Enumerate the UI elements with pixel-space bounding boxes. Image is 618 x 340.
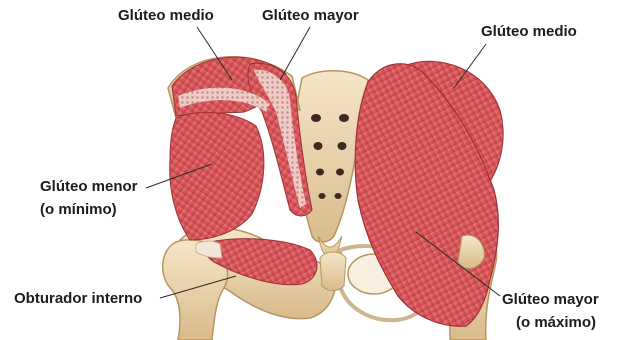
label-obturador-interno: Obturador interno [14, 290, 142, 308]
label-gluteo-menor-subtitle: (o mínimo) [40, 201, 117, 219]
label-gluteo-mayor-right-subtitle: (o máximo) [516, 314, 596, 332]
label-gluteo-medio-right: Glúteo medio [481, 23, 577, 41]
leader-gluteo-mayor-izq [280, 27, 310, 80]
gluteus-minimus-muscle [170, 112, 264, 240]
label-gluteo-mayor-left: Glúteo mayor [262, 7, 359, 25]
label-gluteo-medio-left: Glúteo medio [118, 7, 214, 25]
label-gluteo-mayor-right: Glúteo mayor [502, 291, 599, 309]
label-gluteo-menor: Glúteo menor [40, 178, 138, 196]
